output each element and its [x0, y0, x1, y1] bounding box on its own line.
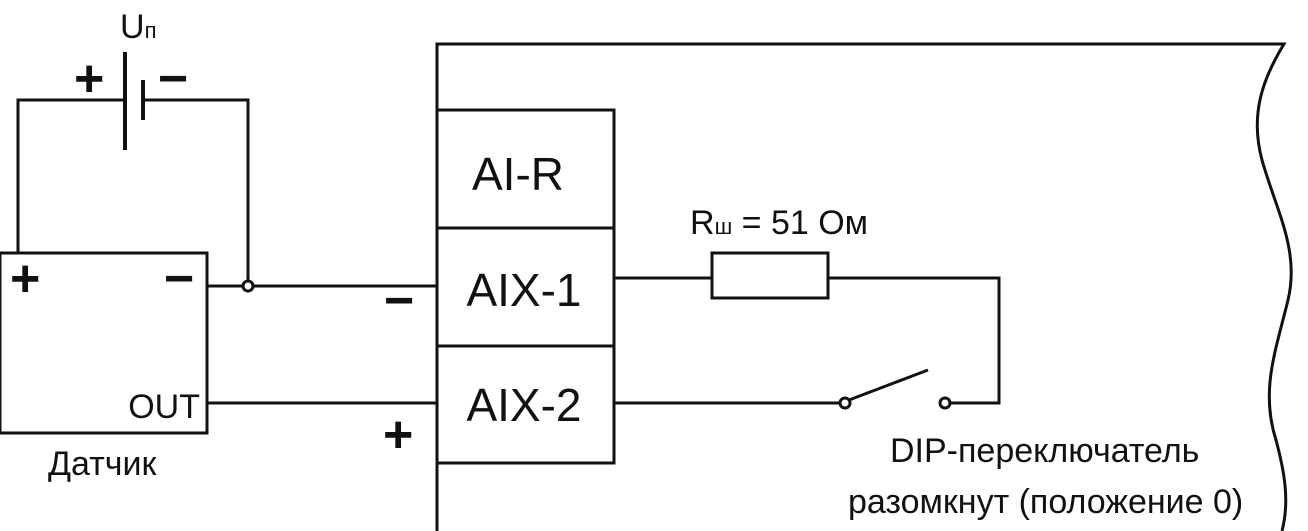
junction-node: [241, 279, 255, 293]
switch-contact-left: [838, 396, 852, 410]
switch-lever: [848, 368, 929, 402]
sensor-out-label: OUT: [128, 388, 200, 426]
terminal-plus-symbol: +: [383, 406, 413, 464]
device-housing: [435, 42, 1293, 531]
supply-plus-symbol: +: [74, 50, 104, 108]
supply-wire-left: [16, 98, 125, 253]
supply-voltage-main: U: [120, 8, 145, 46]
switch-contact-right: [938, 396, 952, 410]
switch-caption-line2: разомкнут (положение 0): [848, 483, 1243, 521]
sensor-box: [0, 251, 209, 435]
resistor-subscript: ш: [715, 214, 733, 239]
wire-resistor-switch: [828, 276, 1001, 405]
sensor-minus-symbol: −: [164, 250, 194, 308]
terminal-label-ai-r: AI-R: [472, 148, 564, 200]
terminal-label-aix-2: AIX-2: [466, 379, 581, 431]
supply-voltage-sub: п: [145, 18, 157, 43]
sensor-plus-symbol: +: [10, 250, 40, 308]
resistor-value: = 51 Ом: [732, 204, 868, 242]
supply-voltage-label: Uп: [120, 8, 156, 46]
resistor-label: Rш = 51 Ом: [690, 204, 868, 242]
sensor-caption: Датчик: [48, 445, 157, 483]
supply-wire-right: [143, 98, 250, 286]
switch-caption-line1: DIP-переключатель: [890, 432, 1199, 470]
shunt-resistor: [710, 251, 830, 300]
terminal-minus-symbol: −: [384, 272, 414, 330]
terminal-label-aix-1: AIX-1: [466, 264, 581, 316]
resistor-symbol: R: [690, 204, 715, 242]
supply-minus-symbol: −: [158, 50, 188, 108]
